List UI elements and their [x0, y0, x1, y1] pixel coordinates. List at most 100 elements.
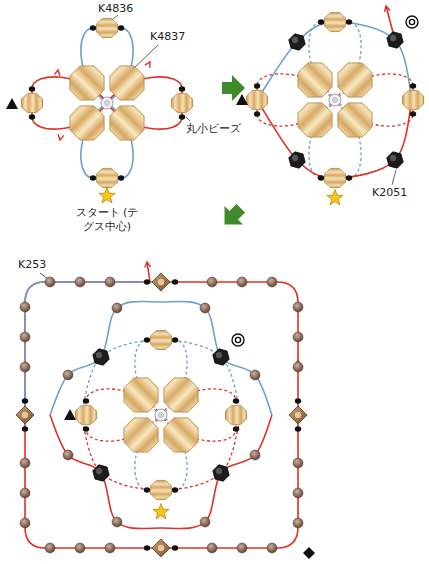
gold-bead — [75, 405, 96, 424]
leader-line — [132, 45, 158, 70]
thread-line — [257, 100, 412, 178]
brown-bead — [237, 543, 247, 553]
thread-line — [81, 415, 241, 490]
brown-bead — [75, 543, 85, 553]
diamond-bead — [16, 406, 34, 424]
seed-bead — [29, 114, 35, 119]
seed-bead — [83, 398, 89, 403]
part-label: K4837 — [150, 30, 185, 44]
gold-bead — [124, 378, 158, 412]
seed-bead — [346, 175, 352, 180]
brown-bead — [105, 277, 115, 287]
seed-bead — [410, 83, 416, 88]
marker-bullseye — [232, 334, 244, 346]
gold-bead — [110, 66, 144, 100]
brown-bead — [267, 543, 277, 553]
seed-bead — [118, 25, 124, 30]
crystal-facet — [159, 413, 164, 418]
brown-bead — [293, 518, 303, 528]
gold-bead — [338, 103, 372, 137]
diamond-bead — [289, 406, 307, 424]
brown-bead — [63, 370, 73, 380]
marker-triangle — [64, 409, 76, 420]
bead-facet — [292, 155, 299, 162]
seed-bead — [410, 111, 416, 116]
start-star — [327, 190, 343, 205]
thread-arrow — [54, 70, 60, 76]
gold-bead — [96, 18, 117, 37]
seed-bead — [90, 25, 96, 30]
gold-bead — [70, 66, 104, 100]
crystal-bead — [329, 94, 341, 106]
seed-bead — [254, 111, 260, 116]
seed-bead — [233, 398, 239, 403]
seed-bead — [22, 398, 28, 403]
thread-line — [25, 282, 298, 548]
part-label: 丸小ビーズ — [186, 122, 241, 136]
brown-bead — [207, 543, 217, 553]
seed-bead — [144, 337, 150, 342]
brown-bead — [20, 332, 30, 342]
gold-bead — [324, 12, 345, 31]
gold-bead — [150, 480, 171, 499]
gold-bead — [298, 63, 332, 97]
gold-bead — [402, 90, 423, 109]
brown-bead — [200, 303, 210, 313]
brown-bead — [293, 332, 303, 342]
part-label: K253 — [18, 258, 46, 272]
bead-facet — [216, 468, 223, 475]
black-bead — [387, 32, 403, 48]
brown-bead — [207, 277, 217, 287]
part-label: K4836 — [98, 2, 133, 16]
seed-bead — [254, 83, 260, 88]
gold-bead — [324, 168, 345, 187]
marker-triangle — [6, 98, 18, 109]
seed-bead — [233, 426, 239, 431]
bead-facet — [390, 35, 397, 42]
black-bead — [289, 34, 305, 50]
seed-bead — [346, 19, 352, 24]
seed-bead — [295, 398, 301, 403]
thread-arrow — [145, 62, 150, 68]
brown-bead — [237, 277, 247, 287]
gold-bead — [124, 418, 158, 452]
brown-bead — [293, 488, 303, 498]
thread-line — [50, 415, 272, 529]
seed-bead — [90, 175, 96, 180]
bead-facet — [158, 279, 164, 285]
seed-bead — [172, 337, 178, 342]
marker-bullseye — [235, 337, 240, 342]
black-bead — [213, 349, 229, 365]
brown-bead — [105, 543, 115, 553]
seed-bead — [144, 487, 150, 492]
gold-bead — [298, 103, 332, 137]
seed-bead — [179, 114, 185, 119]
crystal-facet — [105, 101, 110, 106]
gold-bead — [21, 93, 42, 112]
leader-line — [40, 273, 47, 278]
diamond-bead — [152, 539, 170, 557]
marker-bullseye — [406, 16, 418, 28]
bead-facet — [158, 545, 164, 551]
crystal-facet — [333, 98, 338, 103]
seed-bead — [29, 86, 35, 91]
start-star — [99, 188, 115, 203]
thread-line — [25, 282, 161, 415]
leader-line — [392, 170, 396, 185]
brown-bead — [75, 277, 85, 287]
bead-facet — [22, 412, 28, 418]
brown-bead — [20, 458, 30, 468]
gold-bead — [164, 418, 198, 452]
step-arrow — [215, 199, 250, 234]
crystal-bead — [155, 409, 167, 421]
bead-facet — [292, 37, 299, 44]
gold-bead — [110, 106, 144, 140]
bead-facet — [390, 155, 397, 162]
bead-facet — [295, 412, 301, 418]
leader-line — [186, 117, 190, 121]
gold-bead — [96, 168, 117, 187]
seed-bead — [144, 545, 150, 550]
seed-bead — [318, 175, 324, 180]
brown-bead — [45, 543, 55, 553]
